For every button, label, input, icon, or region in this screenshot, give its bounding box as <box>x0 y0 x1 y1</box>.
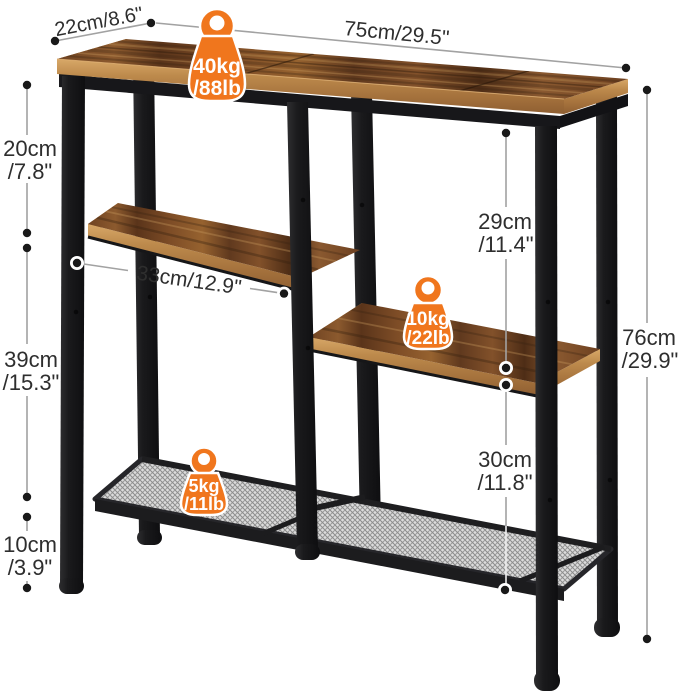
dim-value: 76cm <box>622 325 676 350</box>
leg-front-middle <box>287 102 320 560</box>
dim-label-top-to-left-shelf: 20cm /7.8" <box>3 136 57 184</box>
badge-weight-alt: /11lb <box>184 494 224 514</box>
dim-label-depth: 22cm/8.6" <box>53 3 145 41</box>
bottom-mesh-shelf <box>92 456 614 601</box>
dim-inches: /3.9" <box>8 555 53 580</box>
dim-label-right-shelf-to-bottom: 30cm /11.8" <box>477 447 532 495</box>
weight-badge-bottom-shelf: 5kg /11lb <box>179 446 229 517</box>
dim-label-width: 75cm/29.5" <box>343 17 450 50</box>
dim-inches: /15.3" <box>3 370 60 395</box>
badge-weight-alt: /22lb <box>406 328 449 349</box>
leg-back-right <box>594 96 620 637</box>
weight-badge-tabletop: 40kg /88lb <box>187 7 247 103</box>
dim-value: 30cm <box>478 447 532 472</box>
dimension-dots <box>22 18 652 644</box>
leg-front-left <box>59 76 85 594</box>
badge-weight: 10kg <box>406 309 449 330</box>
badge-weight-alt: /88lb <box>193 77 241 100</box>
kettlebell-icon <box>402 274 454 351</box>
dim-value: 20cm <box>3 136 57 161</box>
leg-front-right <box>534 126 560 691</box>
kettlebell-icon <box>187 7 247 103</box>
dim-label-total-height: 76cm /29.9" <box>622 325 679 373</box>
dim-value: 10cm <box>3 532 57 557</box>
dim-line-depth <box>54 22 152 42</box>
dim-label-left-shelf-to-bottom: 39cm /15.3" <box>3 347 60 395</box>
right-shelf <box>308 303 600 398</box>
dim-label-top-to-right-shelf: 29cm /11.4" <box>478 209 533 257</box>
leg-back-left <box>133 60 162 545</box>
dim-inches: /7.8" <box>8 159 53 184</box>
badge-weight: 5kg <box>188 476 219 496</box>
badge-weight: 40kg <box>193 55 241 78</box>
dim-inches: /11.4" <box>478 232 533 257</box>
weight-badge-right-shelf: 10kg /22lb <box>402 274 454 351</box>
dim-label-bottom-to-floor: 10cm /3.9" <box>3 532 57 580</box>
dim-inches: /11.8" <box>477 470 532 495</box>
kettlebell-icon <box>179 446 229 517</box>
dim-value: 39cm <box>4 347 58 372</box>
dim-inches: /29.9" <box>622 348 679 373</box>
tabletop-grain <box>67 40 621 97</box>
dim-value: 29cm <box>478 209 532 234</box>
